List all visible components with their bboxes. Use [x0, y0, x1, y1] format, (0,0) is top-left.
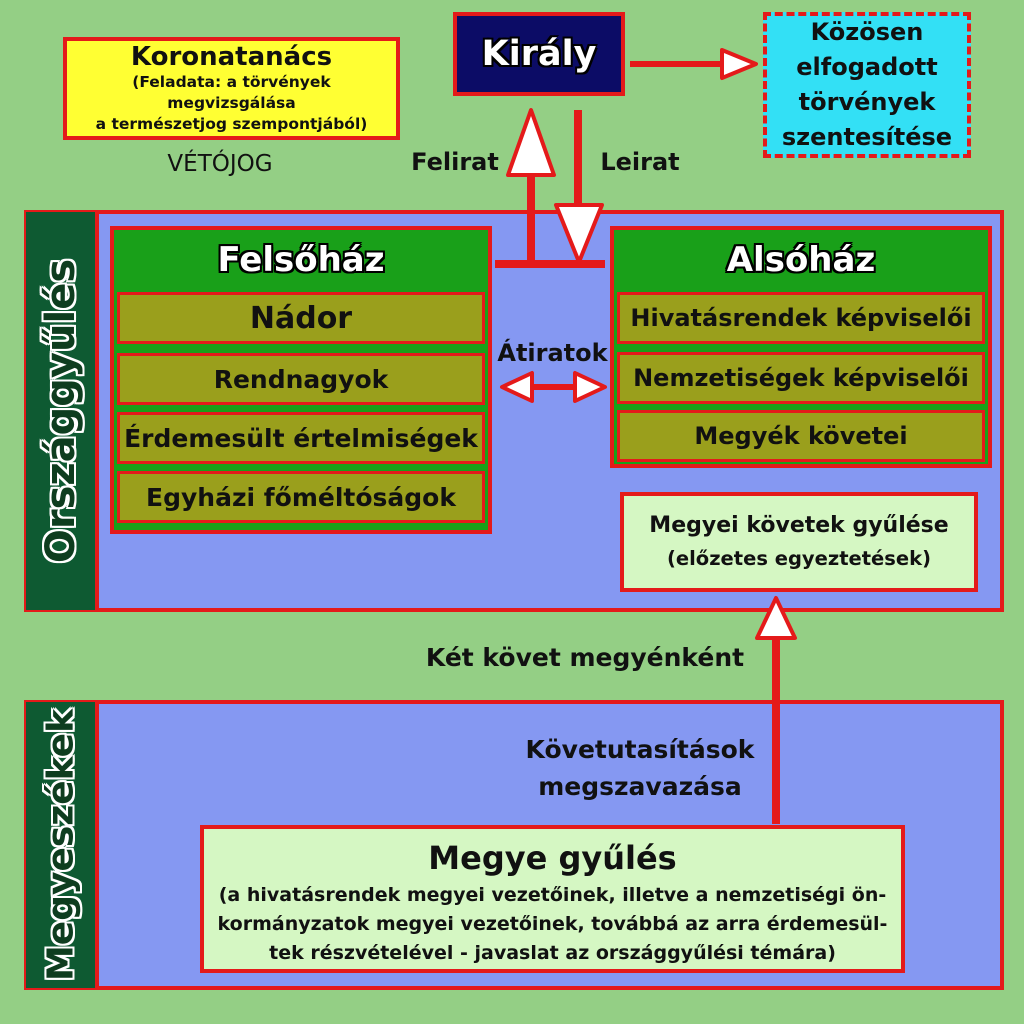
- megyeszekek-side-label: Megyeszékek: [26, 702, 99, 988]
- felsohaz-item-rendnagyok: Rendnagyok: [117, 353, 485, 405]
- arrow-felirat-up: [495, 108, 605, 268]
- vetojog-label: VÉTÓJOG: [167, 151, 273, 177]
- megye-gyules-desc-line1: (a hivatásrendek megyei vezetőinek, ille…: [218, 884, 887, 906]
- alsohaz-title: Alsóház: [726, 240, 876, 280]
- arrow-atiratok-double: [500, 371, 607, 403]
- kovetutasitasok-label: Követutasítások megszavazása: [505, 728, 775, 808]
- orszaggyules-side-label: Országgyűlés: [26, 212, 99, 610]
- arrow-megye-to-kovetek: [755, 596, 797, 824]
- arrow-kiraly-to-szentesites: [630, 48, 758, 80]
- megye-gyules-box: Megye gyűlés (a hivatásrendek megyei vez…: [200, 825, 905, 973]
- kovetek-gyulese-title: Megyei követek gyűlése: [649, 513, 949, 538]
- kovetek-gyulese-desc: (előzetes egyeztetések): [666, 547, 931, 570]
- kovetutasitasok-line1: Követutasítások: [525, 735, 755, 764]
- alsohaz-item-megyek: Megyék követei: [617, 410, 985, 462]
- felsohaz-item-ertelmisegek: Érdemesült értelmiségek: [117, 412, 485, 464]
- megye-gyules-desc-line3: tek részvételével - javaslat az országgy…: [269, 942, 836, 964]
- koronatanacs-box: Koronatanács (Feladata: a törvények megv…: [63, 37, 400, 140]
- ket-kovet-label: Két követ megyénként: [425, 642, 745, 672]
- koronatanacs-desc-line1: (Feladata: a törvények megvizsgálása: [132, 73, 331, 112]
- kovetutasitasok-line2: megszavazása: [538, 772, 742, 801]
- kovetek-gyulese-box: Megyei követek gyűlése (előzetes egyezte…: [620, 492, 978, 592]
- szentesites-line2: elfogadott: [796, 53, 938, 81]
- alsohaz-item-nemzetisegek: Nemzetiségek képviselői: [617, 352, 985, 404]
- szentesites-line4: szentesítése: [781, 123, 953, 151]
- felsohaz-item-fomeltosagok: Egyházi főméltóságok: [117, 471, 485, 523]
- felsohaz-item-nador: Nádor: [117, 292, 485, 344]
- koronatanacs-desc-line2: a természetjog szempontjából): [95, 115, 368, 133]
- koronatanacs-title: Koronatanács: [130, 42, 333, 72]
- szentesites-box: Közösen elfogadott törvények szentesítés…: [763, 12, 971, 158]
- megye-gyules-desc-line2: kormányzatok megyei vezetőinek, továbbá …: [217, 913, 888, 935]
- kiraly-box: Király: [453, 12, 625, 96]
- szentesites-line3: törvények: [798, 88, 936, 116]
- felirat-label: Felirat: [411, 148, 499, 176]
- alsohaz-item-hivatasrendek: Hivatásrendek képviselői: [617, 292, 985, 344]
- atiratok-label: Átiratok: [497, 339, 608, 367]
- arrow-leirat-down: [554, 110, 604, 264]
- felsohaz-title: Felsőház: [217, 240, 385, 280]
- szentesites-line1: Közösen: [810, 18, 924, 46]
- leirat-label: Leirat: [600, 148, 680, 176]
- megye-gyules-title: Megye gyűlés: [428, 839, 677, 877]
